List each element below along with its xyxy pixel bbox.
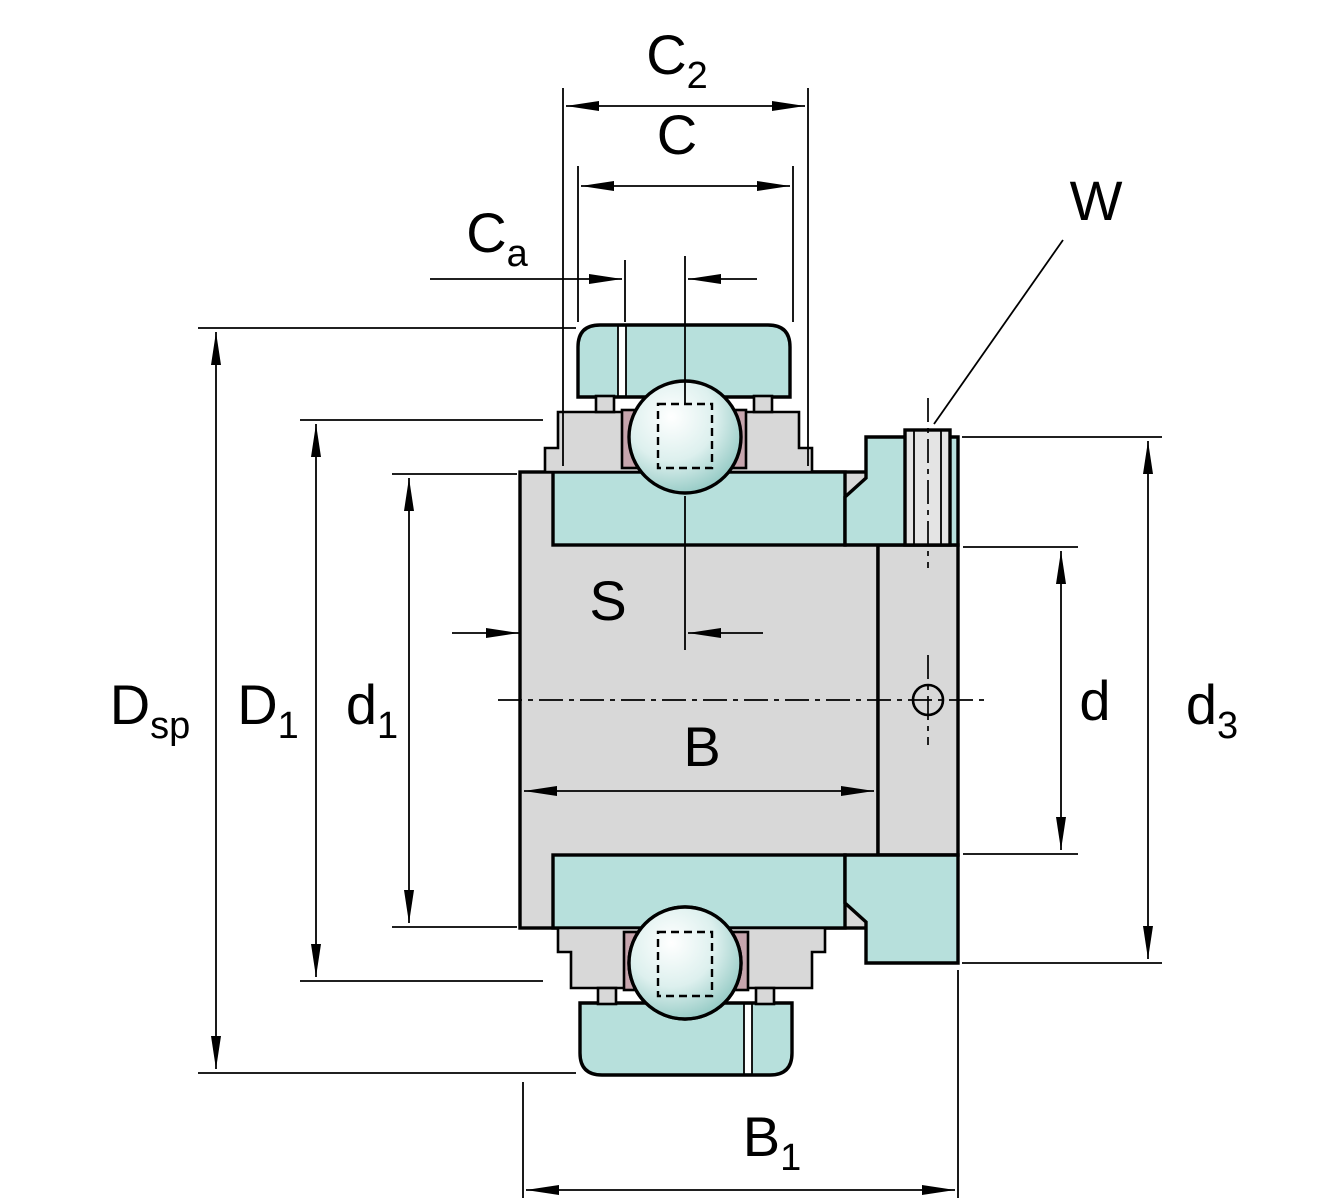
label-b1: B1 bbox=[743, 1105, 802, 1179]
seal-anchor-right bbox=[752, 394, 774, 414]
outer-ring-crown bbox=[576, 323, 792, 399]
crown-groove bbox=[618, 327, 626, 395]
label-d3: d3 bbox=[1186, 673, 1238, 747]
dimension-labels: C2 C Ca W S B B1 Dsp D1 d1 d bbox=[110, 23, 1238, 1179]
label-dsp: Dsp bbox=[110, 673, 191, 747]
label-c: C bbox=[657, 103, 697, 166]
bearing-cartridge-top bbox=[543, 323, 814, 495]
extension-lines bbox=[198, 88, 1162, 1198]
seal-anchor-left bbox=[594, 394, 616, 414]
collar-flange-bottom bbox=[843, 853, 960, 965]
label-d: d bbox=[1079, 669, 1110, 732]
label-c2: C2 bbox=[646, 23, 708, 97]
label-b: B bbox=[683, 715, 720, 778]
dimension-lines bbox=[211, 101, 1153, 1195]
label-ca: Ca bbox=[466, 201, 528, 275]
label-w: W bbox=[1070, 169, 1123, 232]
leader-w bbox=[933, 239, 1064, 425]
label-d1: d1 bbox=[346, 673, 398, 747]
label-s: S bbox=[589, 569, 626, 632]
ball-bottom bbox=[627, 905, 743, 1021]
label-d1cap: D1 bbox=[237, 673, 299, 747]
ball-bore-hidden-outline-bottom bbox=[656, 930, 714, 998]
